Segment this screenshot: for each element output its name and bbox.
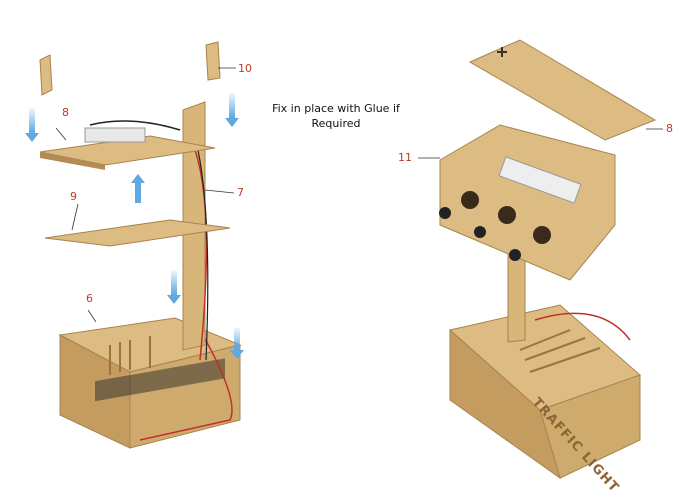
- glue-instruction-line1: Fix in place with Glue if: [272, 102, 400, 115]
- right-housing: [439, 124, 616, 281]
- part-label-6: 6: [86, 292, 93, 305]
- left-base: [58, 317, 242, 449]
- part-label-8-right: 8: [666, 122, 673, 135]
- left-plate-9: [44, 219, 231, 247]
- glue-instruction-line2: Required: [311, 117, 361, 130]
- part-label-7: 7: [237, 186, 244, 199]
- left-plate-8: [39, 120, 216, 170]
- part-label-10: 10: [238, 62, 252, 75]
- part-label-8-left: 8: [62, 106, 69, 119]
- right-lid-8: [468, 39, 657, 141]
- part-label-9: 9: [70, 190, 77, 203]
- left-caps-10: [39, 41, 221, 96]
- right-base: [448, 304, 641, 480]
- blue-arrows: [25, 93, 244, 359]
- leader-lines: [55, 67, 663, 323]
- glue-instruction: Fix in place with Glue if Required: [272, 101, 400, 131]
- part-label-11: 11: [398, 151, 412, 164]
